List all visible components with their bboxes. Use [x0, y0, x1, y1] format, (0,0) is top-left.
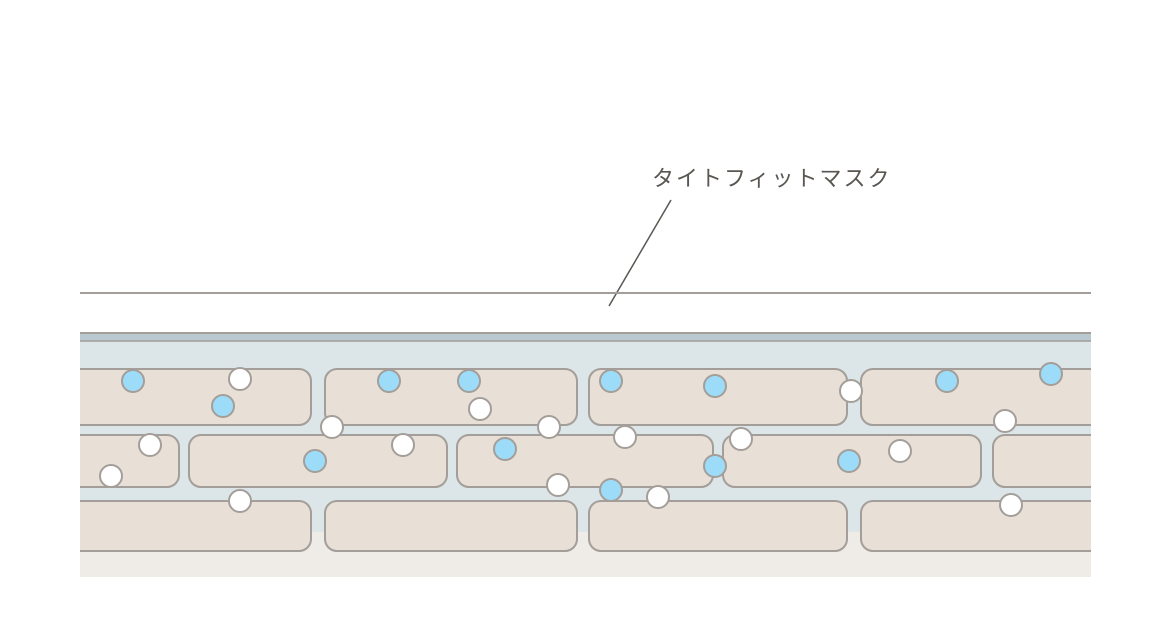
white-particle — [468, 397, 492, 421]
blue-particle — [599, 478, 623, 502]
blue-particle — [303, 449, 327, 473]
brick — [80, 368, 312, 426]
brick — [324, 368, 578, 426]
blue-particle — [837, 449, 861, 473]
white-particle — [99, 464, 123, 488]
white-particle — [391, 433, 415, 457]
blue-particle — [599, 369, 623, 393]
brick — [588, 500, 848, 552]
blue-particle — [703, 374, 727, 398]
white-particle — [320, 415, 344, 439]
surface-band — [80, 333, 1091, 341]
brick — [324, 500, 578, 552]
blue-particle — [1039, 362, 1063, 386]
white-particle — [999, 493, 1023, 517]
white-particle — [888, 439, 912, 463]
blue-particle — [457, 369, 481, 393]
white-particle — [613, 425, 637, 449]
blue-particle — [935, 369, 959, 393]
blue-particle — [703, 454, 727, 478]
blue-particle — [377, 369, 401, 393]
white-particle — [729, 427, 753, 451]
brick — [80, 500, 312, 552]
brick — [860, 500, 1091, 552]
white-particle — [537, 415, 561, 439]
white-particle — [228, 367, 252, 391]
blue-particle — [211, 394, 235, 418]
brick — [992, 434, 1091, 488]
white-particle — [993, 409, 1017, 433]
white-particle — [646, 485, 670, 509]
white-particle — [138, 433, 162, 457]
mask-label: タイトフィットマスク — [652, 167, 892, 192]
white-particle — [546, 473, 570, 497]
particles — [99, 362, 1063, 517]
brick — [860, 368, 1091, 426]
white-particle — [839, 379, 863, 403]
blue-particle — [493, 437, 517, 461]
leader-line — [608, 199, 672, 307]
blue-particle — [121, 369, 145, 393]
cell-bricks — [80, 368, 1091, 552]
white-particle — [228, 489, 252, 513]
